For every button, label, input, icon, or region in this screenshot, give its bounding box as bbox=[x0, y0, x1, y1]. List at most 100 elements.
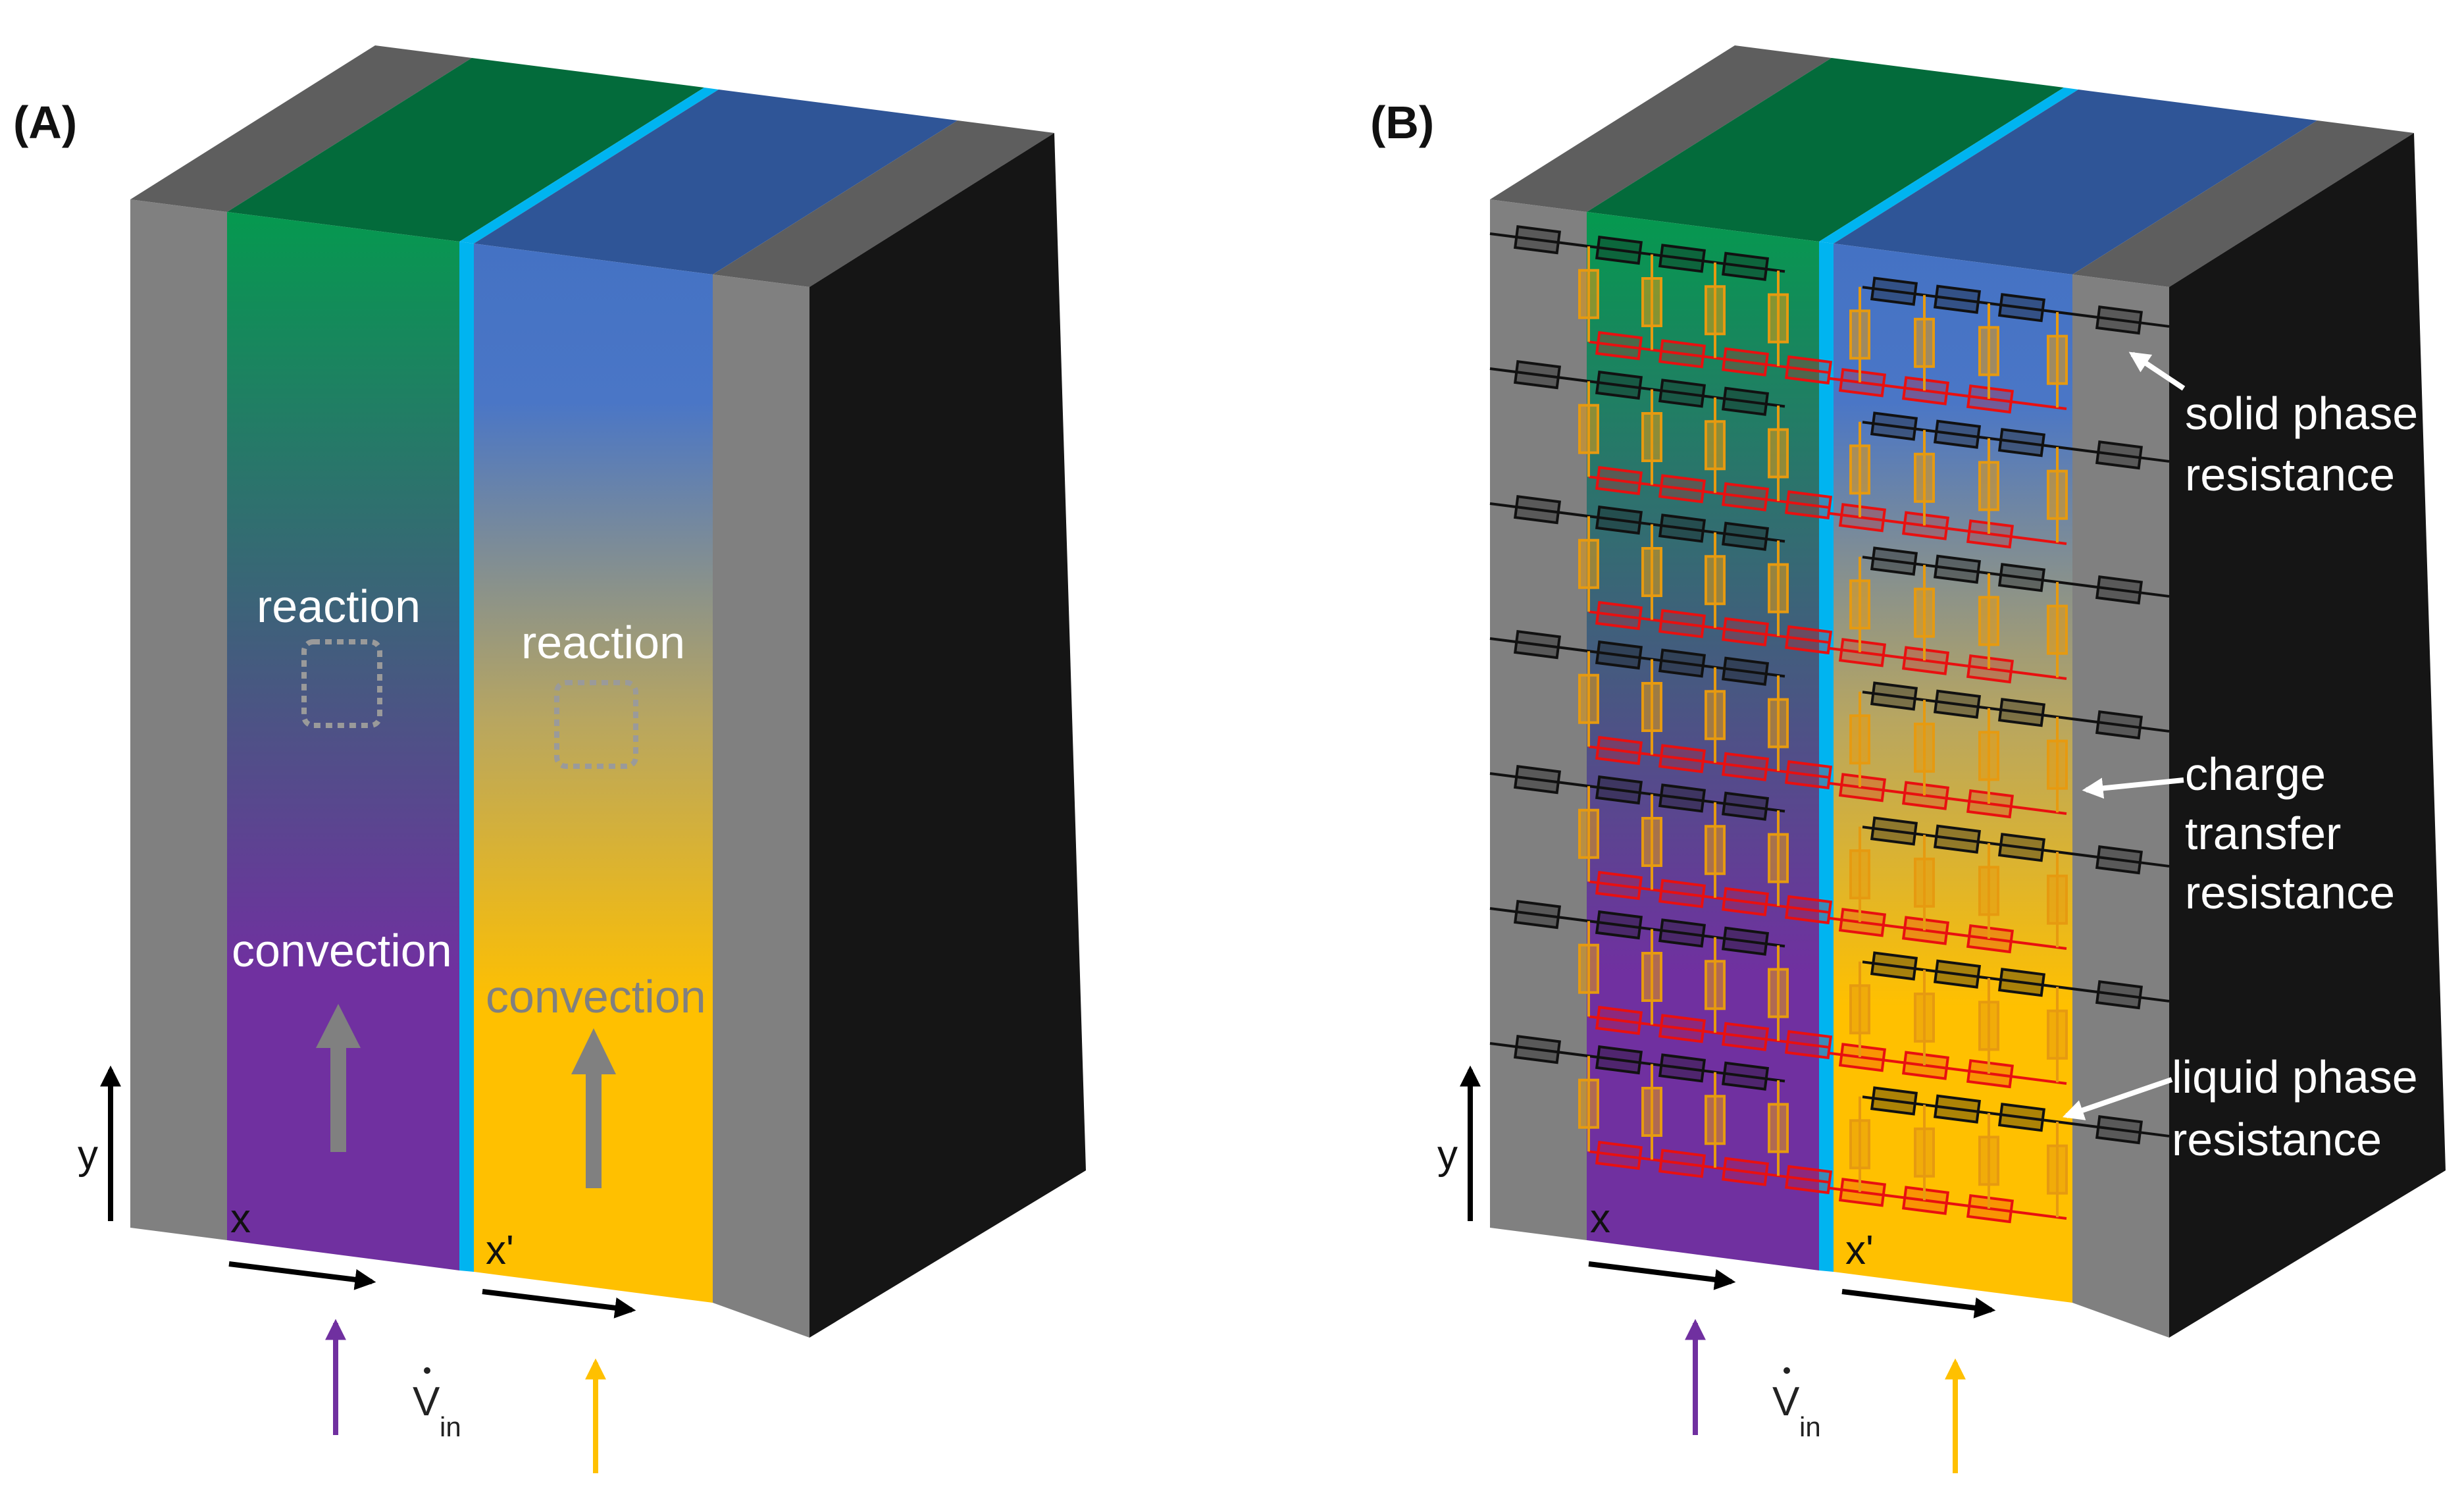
charge-transfer-resistor bbox=[1768, 698, 1789, 748]
liquid-phase-wire bbox=[1829, 781, 2067, 815]
charge-transfer-resistor bbox=[1768, 293, 1789, 344]
charge-transfer-resistor bbox=[2047, 1144, 2068, 1195]
solid-phase-resistor bbox=[1870, 681, 1918, 711]
liquid-phase-resistor bbox=[1966, 924, 2015, 954]
charge-transfer-resistor bbox=[1768, 968, 1789, 1018]
liquid-phase-resistor bbox=[1901, 1186, 1950, 1215]
x-prime-axis-label-b: x' bbox=[1845, 1228, 1874, 1273]
solid-phase-resistor bbox=[1997, 833, 2046, 862]
charge-transfer-resistor bbox=[1578, 1078, 1599, 1129]
liquid-phase-resistor bbox=[1901, 376, 1950, 405]
solid-phase-resistor bbox=[2095, 710, 2143, 740]
flow-rate-dot-b bbox=[1784, 1367, 1790, 1374]
liquid-phase-resistor bbox=[1966, 654, 2015, 684]
negative-electrode-channel bbox=[227, 212, 459, 1270]
solid-phase-resistor bbox=[2095, 575, 2143, 605]
liquid-phase-label-2: resistance bbox=[2172, 1114, 2382, 1165]
solid-phase-resistor bbox=[1658, 918, 1707, 948]
charge-transfer-resistor bbox=[1641, 681, 1662, 732]
membrane bbox=[459, 242, 474, 1272]
liquid-phase-resistor bbox=[1901, 916, 1950, 945]
liquid-phase-resistor bbox=[1784, 625, 1833, 655]
solid-phase-wire bbox=[1862, 960, 2170, 1003]
liquid-phase-resistor bbox=[1595, 600, 1643, 631]
charge-transfer-resistor bbox=[1849, 714, 1870, 765]
solid-phase-resistor bbox=[1870, 816, 1918, 846]
liquid-phase-resistor bbox=[1721, 752, 1770, 781]
panel-b: (B) solid phase resistance charge transf… bbox=[1370, 45, 2446, 1473]
charge-transfer-resistor bbox=[1641, 546, 1662, 597]
charge-transfer-resistor bbox=[2047, 334, 2068, 385]
solid-phase-resistor bbox=[1595, 910, 1643, 940]
solid-phase-wire bbox=[1862, 825, 2170, 868]
charge-transfer-resistor bbox=[1641, 276, 1662, 327]
solid-phase-resistor bbox=[1870, 1086, 1918, 1116]
charge-transfer-pointer bbox=[2082, 777, 2184, 799]
solid-phase-wire bbox=[1862, 286, 2170, 328]
reaction-label-right: reaction bbox=[521, 617, 685, 668]
charge-transfer-resistor bbox=[1705, 1095, 1726, 1145]
charge-transfer-resistor bbox=[1914, 992, 1935, 1043]
solid-phase-resistor bbox=[1595, 505, 1643, 535]
liquid-phase-resistor bbox=[1901, 1051, 1950, 1080]
charge-transfer-resistor bbox=[1641, 1086, 1662, 1137]
charge-transfer-label-1: charge bbox=[2185, 748, 2326, 800]
charge-transfer-resistor bbox=[1914, 1127, 1935, 1178]
charge-transfer-resistor bbox=[1768, 563, 1789, 614]
solid-phase-resistor bbox=[1595, 640, 1643, 670]
liquid-phase-resistor bbox=[1595, 735, 1643, 766]
liquid-phase-wire bbox=[1829, 377, 2067, 410]
x-prime-axis-arrow-b bbox=[1841, 1289, 1996, 1319]
charge-transfer-resistor bbox=[1978, 866, 1999, 916]
solid-phase-resistor bbox=[1721, 1061, 1770, 1091]
flow-rate-symbol: V bbox=[413, 1379, 440, 1425]
solid-phase-resistor bbox=[1721, 251, 1770, 281]
liquid-phase-resistor bbox=[1784, 490, 1833, 520]
liquid-phase-resistor bbox=[1838, 1178, 1887, 1207]
solid-phase-wire bbox=[1489, 232, 1785, 273]
solid-phase-resistor bbox=[1721, 656, 1770, 686]
flow-rate-label-b: V in bbox=[1772, 1367, 1821, 1442]
charge-transfer-resistor bbox=[1578, 808, 1599, 859]
solid-phase-resistor bbox=[1658, 379, 1707, 408]
liquid-phase-resistor bbox=[1658, 1149, 1707, 1178]
charge-transfer-resistor bbox=[1849, 579, 1870, 630]
liquid-phase-wire bbox=[1588, 610, 1830, 644]
y-axis-label: y bbox=[78, 1132, 98, 1178]
liquid-phase-resistor bbox=[1658, 474, 1707, 504]
solid-phase-resistor bbox=[1513, 630, 1562, 660]
charge-transfer-resistor bbox=[1641, 951, 1662, 1002]
x-prime-axis-arrow bbox=[482, 1289, 636, 1319]
charge-transfer-resistor bbox=[2047, 1009, 2068, 1060]
charge-transfer-resistor bbox=[1705, 420, 1726, 471]
solid-phase-resistor bbox=[2095, 305, 2143, 335]
solid-phase-resistor bbox=[1658, 1053, 1707, 1083]
charge-transfer-resistor bbox=[1578, 269, 1599, 319]
liquid-phase-resistor bbox=[1658, 744, 1707, 773]
liquid-phase-resistor bbox=[1595, 870, 1643, 901]
solid-phase-resistor bbox=[1513, 1035, 1562, 1064]
x-axis-arrow-b bbox=[1588, 1261, 1736, 1290]
y-axis-label-b: y bbox=[1437, 1132, 1458, 1178]
liquid-phase-wire bbox=[1829, 511, 2067, 545]
flow-rate-label: V in bbox=[413, 1367, 461, 1442]
liquid-phase-wire bbox=[1588, 880, 1830, 914]
solid-phase-resistor bbox=[1933, 824, 1982, 854]
charge-transfer-resistor bbox=[1978, 731, 1999, 781]
solid-phase-resistor bbox=[1721, 791, 1770, 821]
liquid-phase-resistor bbox=[1784, 760, 1833, 790]
liquid-phase-resistor bbox=[1721, 482, 1770, 511]
solid-phase-resistor bbox=[2095, 980, 2143, 1010]
solid-phase-wire bbox=[1489, 1042, 1785, 1083]
charge-transfer-resistor bbox=[1978, 1001, 1999, 1051]
charge-transfer-resistor bbox=[1849, 984, 1870, 1035]
solid-phase-resistor bbox=[2095, 845, 2143, 875]
solid-phase-resistor bbox=[1997, 1103, 2046, 1132]
cell-top-face bbox=[130, 45, 1054, 287]
liquid-phase-resistor bbox=[1901, 511, 1950, 540]
cell-front-face bbox=[130, 199, 809, 1338]
x-axis-label-b: x bbox=[1590, 1196, 1610, 1242]
solid-phase-resistor bbox=[2095, 1115, 2143, 1145]
solid-phase-wire bbox=[1489, 772, 1785, 813]
